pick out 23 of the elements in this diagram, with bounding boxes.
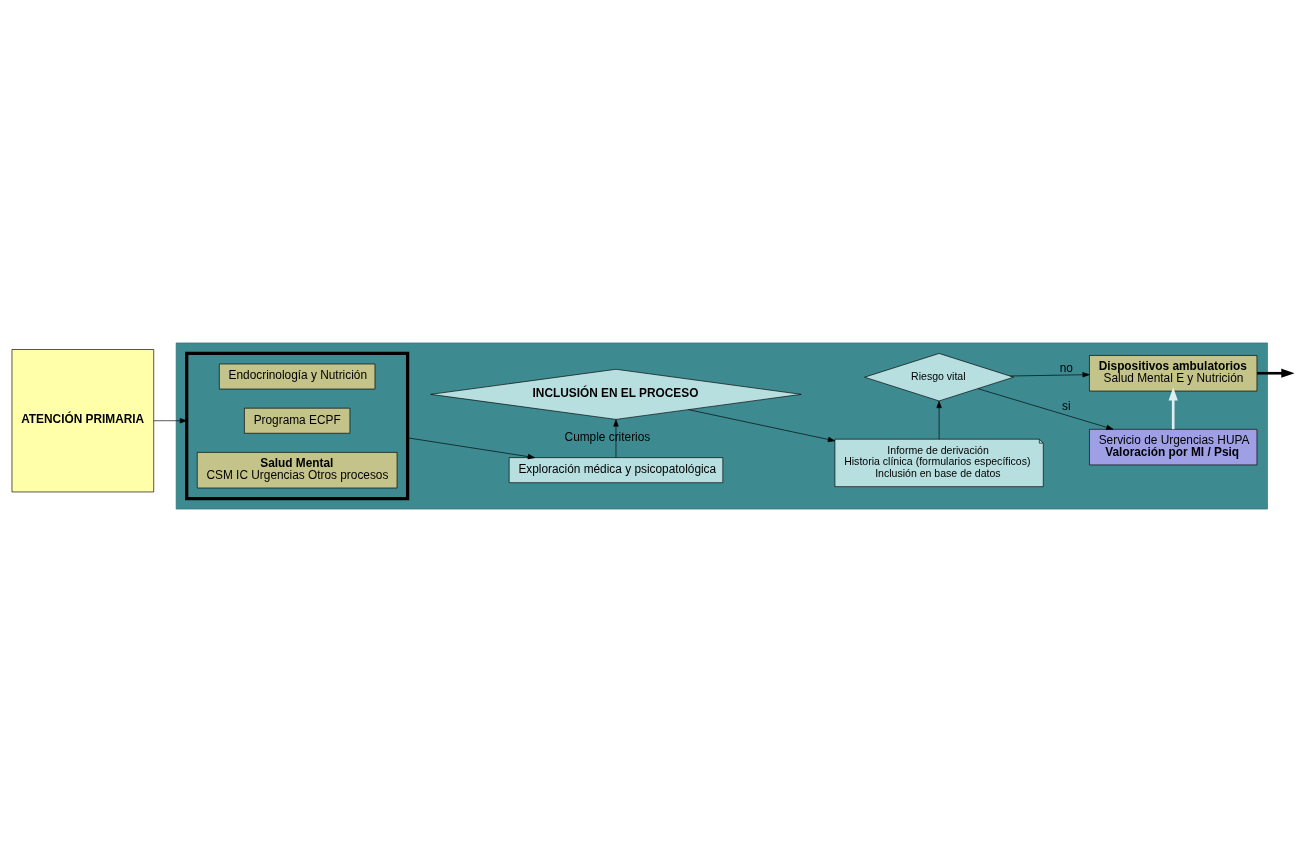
node-diamond: INCLUSIÓN EN EL PROCESO xyxy=(430,368,802,420)
cluster xyxy=(175,342,1268,510)
arrow xyxy=(977,388,1114,430)
arrow xyxy=(1009,372,1090,378)
arrow xyxy=(1168,387,1178,430)
arrow xyxy=(153,418,188,424)
arrow xyxy=(1257,368,1295,378)
node-diamond: Riesgo vital xyxy=(864,353,1014,402)
node-box: Dispositivos ambulatorios Salud Mental E y Nutrición xyxy=(1089,355,1258,392)
edge-label: no xyxy=(1059,360,1073,375)
arrow xyxy=(936,400,942,440)
arrow xyxy=(613,419,619,458)
arrow xyxy=(407,437,536,460)
arrow xyxy=(688,409,836,443)
node-box: Servicio de Urgencias HUPA Valoración por MI / Psiq xyxy=(1089,428,1258,466)
edge-label: si xyxy=(1062,399,1071,414)
cluster xyxy=(185,351,410,501)
node-box: Endocrinología y Nutrición xyxy=(219,363,376,390)
node-box: Salud Mental CSM IC Urgencias Otros procesos xyxy=(196,452,398,489)
node-box: Programa ECPF xyxy=(244,407,351,434)
edge-label: Cumple criterios xyxy=(564,430,651,445)
node-box: Exploración médica y psicopatológica xyxy=(508,457,724,484)
node-box: ATENCIÓN PRIMARIA xyxy=(11,349,155,493)
